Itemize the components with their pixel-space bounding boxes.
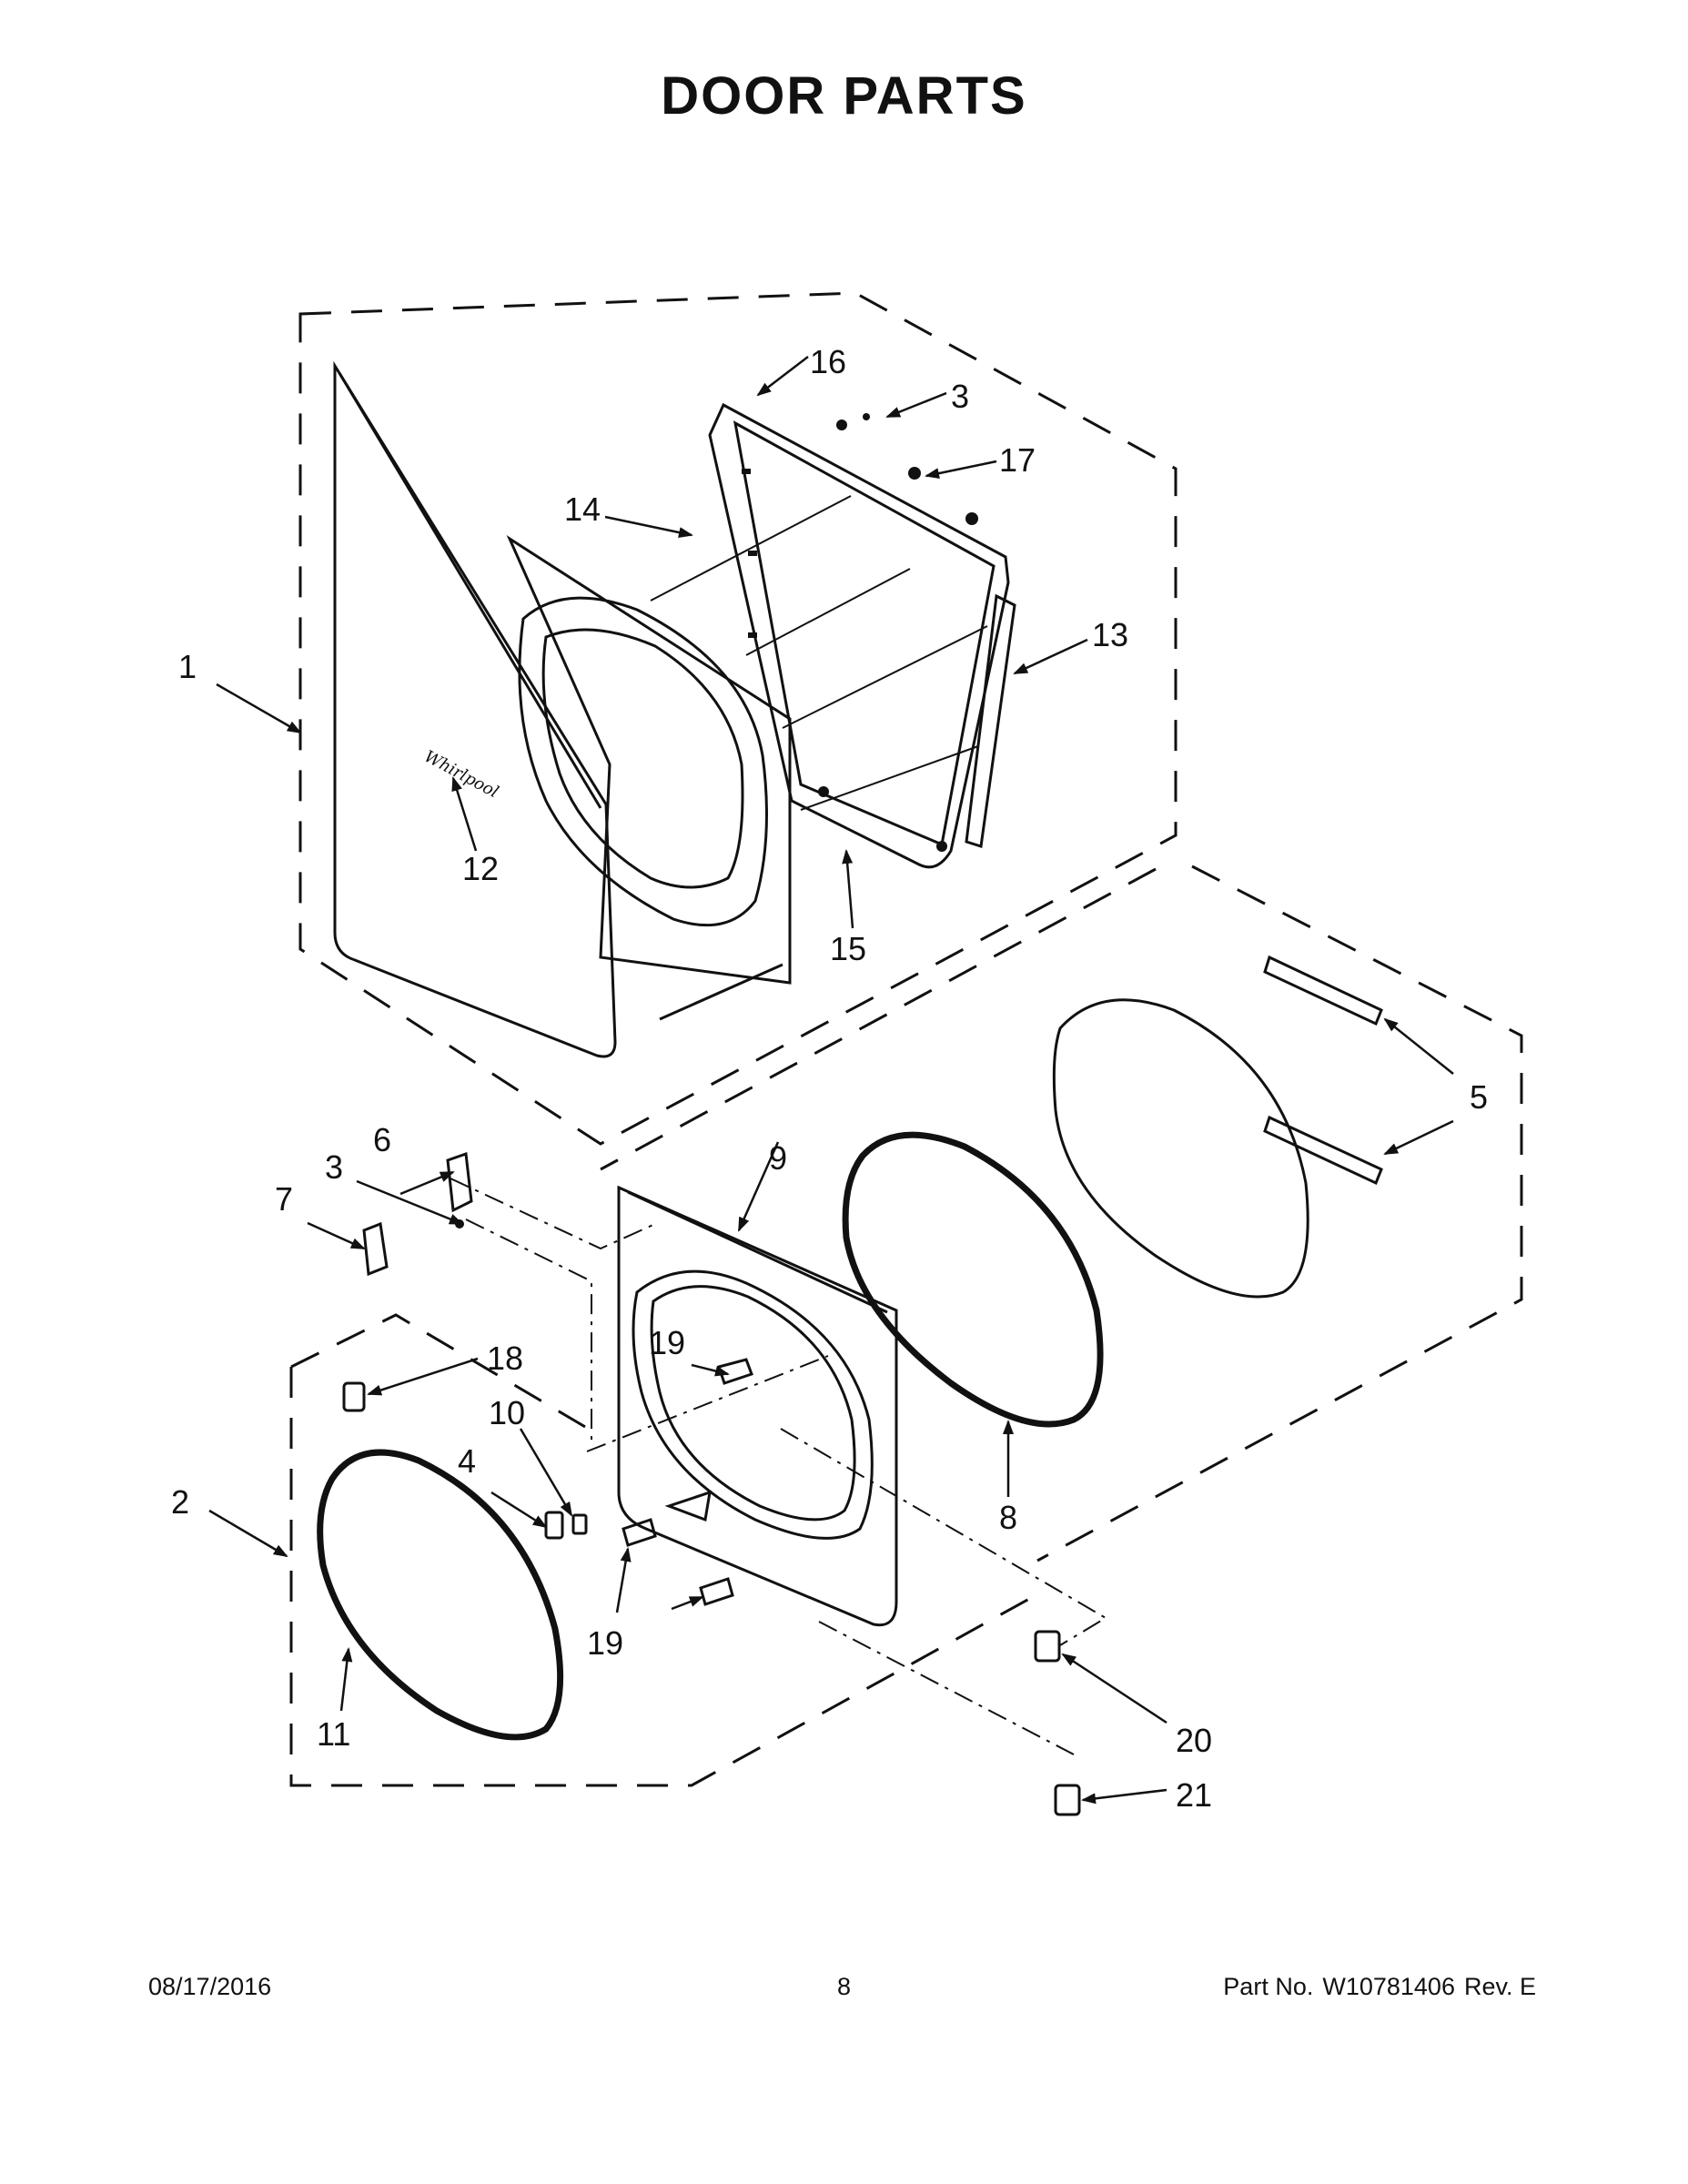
side-trim-13 — [965, 593, 1016, 848]
callout-20: 20 — [1176, 1722, 1212, 1759]
upper-group-outline — [298, 291, 1178, 1146]
callout-17: 17 — [999, 441, 1036, 479]
callout-8: 8 — [999, 1499, 1017, 1536]
footer-date: 08/17/2016 — [148, 1973, 272, 2000]
page-title: DOOR PARTS — [661, 66, 1027, 126]
callout-11: 11 — [317, 1715, 350, 1753]
gasket-ring-8 — [842, 1131, 1104, 1428]
lower-right-group-outline — [600, 864, 1523, 1562]
callout-19-lower: 19 — [587, 1624, 623, 1662]
callout-3-bottom: 3 — [325, 1148, 343, 1186]
hinge-7 — [362, 1221, 389, 1277]
footer-part-number: W10781406 — [1322, 1973, 1455, 2000]
inner-door-panel — [506, 535, 792, 1021]
caps-20-21 — [1034, 1630, 1081, 1816]
trim-strips-5 — [1263, 955, 1383, 1186]
callout-labels: 1 12 14 16 3 17 13 15 5 9 6 3 7 18 10 4 … — [171, 343, 1488, 1814]
svg-text:Whirlpool: Whirlpool — [421, 747, 502, 803]
callout-15: 15 — [830, 930, 866, 967]
callout-14: 14 — [564, 490, 601, 528]
door-liner-9 — [617, 1185, 898, 1627]
callout-18: 18 — [487, 1340, 523, 1377]
whirlpool-logo: Whirlpool — [421, 747, 502, 803]
footer-part-info: Part No. W10781406 Rev. E — [1214, 1973, 1536, 2001]
hinge-6 — [446, 1151, 473, 1213]
callout-19-upper: 19 — [649, 1324, 685, 1361]
callout-7: 7 — [275, 1180, 293, 1218]
callout-5: 5 — [1470, 1078, 1488, 1116]
callout-1: 1 — [178, 648, 197, 685]
callout-21: 21 — [1176, 1776, 1212, 1814]
assembly-lines-lower — [450, 1178, 1107, 1755]
lower-left-group-outline — [289, 1313, 1038, 1787]
callout-12: 12 — [462, 850, 499, 887]
upper-fasteners — [742, 413, 978, 852]
footer-part-label: Part No. — [1223, 1973, 1314, 2000]
callout-2: 2 — [171, 1483, 189, 1521]
assembly-lines-upper — [650, 495, 988, 811]
callout-4: 4 — [458, 1442, 476, 1480]
small-parts-4-10 — [544, 1511, 588, 1540]
callout-9: 9 — [769, 1139, 787, 1177]
door-glass — [1052, 998, 1309, 1299]
leader-arrows — [208, 356, 1454, 1805]
callout-10: 10 — [489, 1394, 525, 1431]
callout-13: 13 — [1092, 616, 1128, 653]
outer-door-panel — [333, 360, 617, 1058]
callout-16: 16 — [810, 343, 846, 380]
footer-page-number: 8 — [836, 1973, 852, 2000]
footer-revision: Rev. E — [1463, 1973, 1536, 2000]
callout-3-top: 3 — [951, 378, 969, 415]
callout-6: 6 — [373, 1121, 391, 1158]
cap-18 — [342, 1381, 366, 1412]
door-gasket-11 — [317, 1449, 564, 1741]
